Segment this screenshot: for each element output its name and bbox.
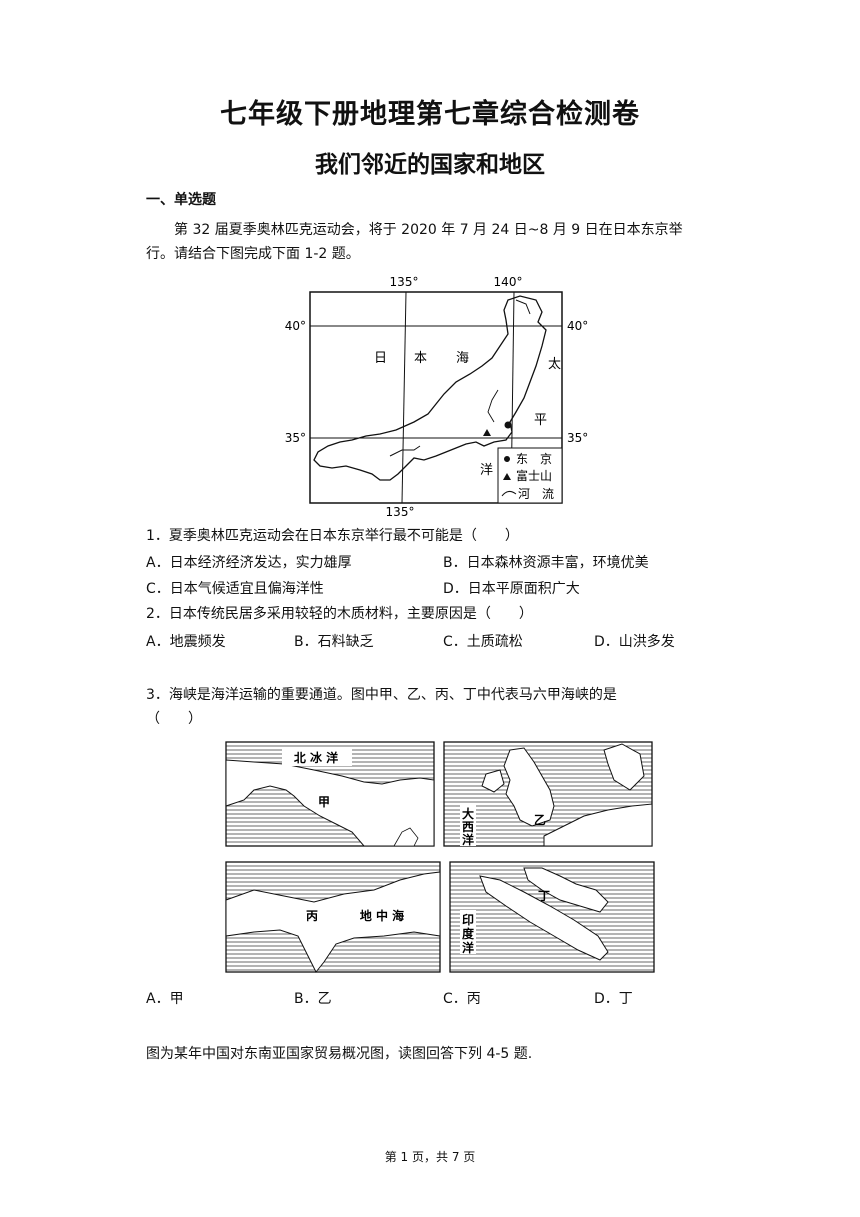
lat-35-right: 35° <box>567 431 588 445</box>
legend-tokyo-icon <box>504 456 510 462</box>
panel-yi-ocean-char1: 大 <box>462 806 474 821</box>
sea-label-char1: 日 <box>374 351 387 366</box>
panel-ding-ocean-char1: 印 <box>462 913 474 927</box>
panel-ding-mark: 丁 <box>538 889 550 903</box>
sea-label-char2: 本 <box>414 351 427 366</box>
map-frame <box>309 291 563 504</box>
river-line <box>487 389 499 423</box>
intro-line-1: 第 32 届夏季奥林匹克运动会，将于 2020 年 7 月 24 日~8 月 9… <box>174 222 683 238</box>
panel-bing-mark: 丙 <box>306 909 318 923</box>
lat-35-left: 35° <box>285 431 306 445</box>
tokyo-icon <box>504 421 512 429</box>
lat-40-right: 40° <box>567 319 588 333</box>
q3-stem-line-1: 3．海峡是海洋运输的重要通道。图中甲、乙、丙、丁中代表马六甲海峡的是 <box>146 687 617 703</box>
intro-line-2: 行。请结合下图完成下面 1-2 题。 <box>146 246 360 262</box>
panel-ding-ocean-char2: 度 <box>462 926 475 941</box>
sea-label-char3: 海 <box>456 351 469 366</box>
q2-option-d[interactable]: D．山洪多发 <box>594 634 675 650</box>
panel-bing-sea-label: 地 中 海 <box>360 908 404 923</box>
legend-tokyo-label: 东 京 <box>516 452 552 466</box>
strait-panel-yi: 大 西 洋 乙 <box>443 741 653 847</box>
q2-stem: 2．日本传统民居多采用较轻的木质材料，主要原因是（ ） <box>146 606 533 622</box>
q1-option-d[interactable]: D．日本平原面积广大 <box>443 581 580 597</box>
q2-option-a[interactable]: A．地震频发 <box>146 634 226 650</box>
panel-yi-mark: 乙 <box>534 813 546 827</box>
strait-panel-bing: 丙 地 中 海 <box>225 861 441 973</box>
legend-river-label: 河 流 <box>518 487 554 501</box>
panel-jia-ocean-label: 北 冰 洋 <box>294 750 338 765</box>
section-heading: 一、单选题 <box>146 192 216 208</box>
page-footer: 第 1 页，共 7 页 <box>384 1150 476 1164</box>
ocean-label-char3: 洋 <box>480 463 493 478</box>
japan-coastline <box>313 295 547 481</box>
q1-stem: 1．夏季奥林匹克运动会在日本东京举行最不可能是（ ） <box>146 528 519 544</box>
legend-fuji-icon <box>503 473 511 480</box>
q3-option-a[interactable]: A．甲 <box>146 991 184 1007</box>
lon-135-bottom: 135° <box>386 505 415 519</box>
q3-option-c[interactable]: C．丙 <box>443 991 481 1007</box>
strait-panel-jia: 北 冰 洋 甲 <box>225 741 435 847</box>
meridian-135 <box>401 291 407 504</box>
panel-yi-ocean-char2: 西 <box>462 820 474 834</box>
legend-fuji-label: 富士山 <box>516 468 552 483</box>
ocean-label-char1: 太 <box>548 357 561 372</box>
q2-option-c[interactable]: C．土质疏松 <box>443 634 523 650</box>
lon-135-top: 135° <box>390 275 419 289</box>
legend-river-icon <box>501 490 517 497</box>
page-title: 七年级下册地理第七章综合检测卷 <box>220 99 640 130</box>
q3-stem-line-2: （ ） <box>146 711 202 727</box>
panel-yi-ocean-char3: 洋 <box>462 832 474 847</box>
q1-option-c[interactable]: C．日本气候适宜且偏海洋性 <box>146 581 324 597</box>
q1-option-b[interactable]: B．日本森林资源丰富，环境优美 <box>443 555 649 571</box>
ocean-label-char2: 平 <box>534 413 547 428</box>
strait-panel-ding: 印 度 洋 丁 <box>449 861 655 973</box>
q2-option-b[interactable]: B．石料缺乏 <box>294 634 374 650</box>
page-subtitle: 我们邻近的国家和地区 <box>315 152 545 178</box>
lon-140-top: 140° <box>494 275 523 289</box>
panel-jia-mark: 甲 <box>318 795 330 809</box>
fuji-icon <box>483 429 491 436</box>
q45-intro: 图为某年中国对东南亚国家贸易概况图，读图回答下列 4-5 题. <box>146 1046 533 1062</box>
q1-option-a[interactable]: A．日本经济经济发达，实力雄厚 <box>146 555 352 571</box>
lat-40-left: 40° <box>285 319 306 333</box>
q3-option-b[interactable]: B．乙 <box>294 991 332 1007</box>
q3-option-d[interactable]: D．丁 <box>594 991 633 1007</box>
panel-ding-ocean-char3: 洋 <box>462 940 474 955</box>
strait-maps: 北 冰 洋 甲 大 西 洋 乙 丙 地 中 海 印 度 洋 丁 <box>225 741 655 973</box>
japan-map: 135° 140° 40° 40° 35° 35° 日 本 海 太 平 洋 东 … <box>285 275 589 519</box>
